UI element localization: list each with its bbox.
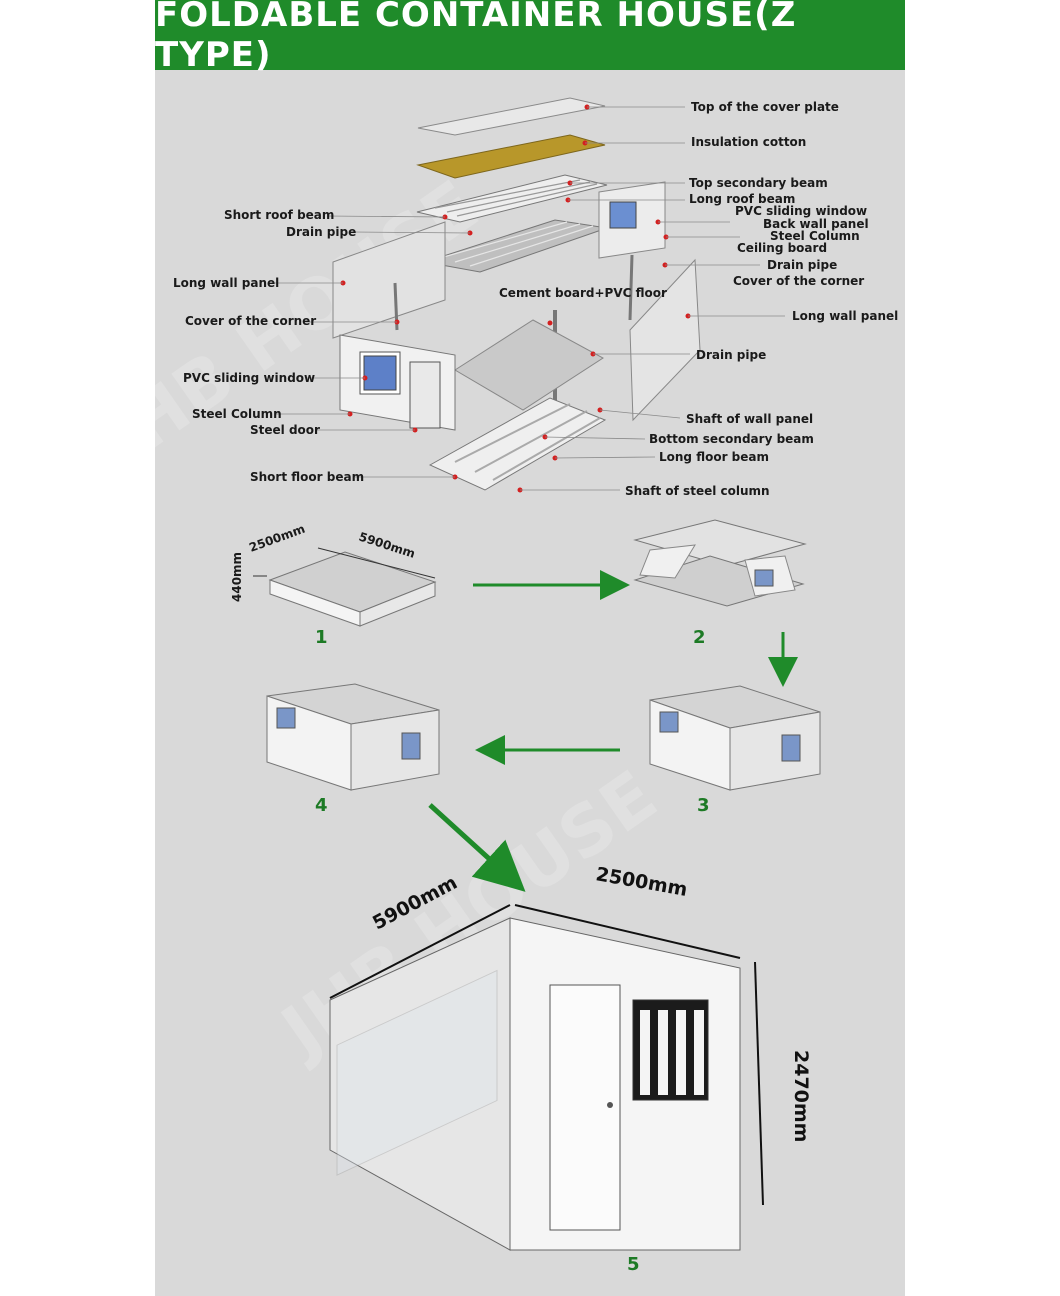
title-banner: FOLDABLE CONTAINER HOUSE(Z TYPE) [155, 0, 905, 75]
final-width-label: 2500mm [594, 863, 689, 901]
insulation-cotton [416, 134, 606, 179]
top-cover-plate [417, 97, 606, 136]
step-label-1: 1 [315, 627, 328, 648]
dim-folded-height: 440mm [230, 552, 244, 602]
label-ceiling-board: Ceiling board [737, 241, 827, 255]
step-2-unfolding: 2 [633, 519, 807, 648]
label-cover-of-corner-right: Cover of the corner [733, 274, 864, 288]
label-pvc-sliding-window-right: PVC sliding window [735, 204, 867, 218]
step-label-3: 3 [697, 795, 710, 816]
drain-pipe [628, 254, 634, 321]
label-steel-column-left: Steel Column [192, 407, 282, 421]
label-steel-column-right: Steel Column [770, 229, 860, 243]
back-window [609, 201, 637, 229]
label-back-wall-panel: Back wall panel [763, 217, 869, 231]
floor-frame [428, 397, 607, 491]
label-shaft-of-steel-column: Shaft of steel column [625, 484, 770, 498]
step-1-folded: 2500mm 5900mm 440mm 1 [230, 522, 437, 648]
arrow-4-to-5 [428, 803, 526, 892]
label-shaft-of-wall-panel: Shaft of wall panel [686, 412, 813, 426]
label-drain-pipe-right-2: Drain pipe [696, 348, 766, 362]
label-drain-pipe-left: Drain pipe [286, 225, 356, 239]
cement-pvc-floor [454, 319, 604, 411]
label-insulation-cotton: Insulation cotton [691, 135, 806, 149]
step-label-5: 5 [627, 1254, 640, 1275]
final-height-label: 2470mm [790, 1050, 812, 1142]
label-long-wall-panel-left: Long wall panel [173, 276, 279, 290]
label-bottom-secondary-beam: Bottom secondary beam [649, 432, 814, 446]
label-long-roof-beam: Long roof beam [689, 192, 795, 206]
dim-folded-width: 2500mm [247, 522, 307, 555]
label-cement-pvc-floor: Cement board+PVC floor [499, 286, 667, 300]
long-wall-panel-left [332, 221, 446, 339]
step-4-assembled: 4 [266, 683, 440, 816]
label-steel-door: Steel door [250, 423, 320, 437]
label-pvc-sliding-window-left: PVC sliding window [183, 371, 315, 385]
long-wall-panel-right [629, 258, 701, 422]
steel-door [409, 361, 441, 429]
dim-folded-length: 5900mm [357, 530, 417, 561]
label-short-roof-beam: Short roof beam [224, 208, 334, 222]
label-long-floor-beam: Long floor beam [659, 450, 769, 464]
step-3-unfolded: 3 [649, 685, 821, 816]
label-short-floor-beam: Short floor beam [250, 470, 364, 484]
final-door [549, 984, 621, 1231]
label-cover-of-corner-left: Cover of the corner [185, 314, 316, 328]
page-title: FOLDABLE CONTAINER HOUSE(Z TYPE) [155, 0, 797, 75]
label-long-wall-panel-right: Long wall panel [792, 309, 898, 323]
exploded-view: Top of the cover plate Insulation cotton… [173, 97, 898, 498]
step-label-4: 4 [315, 795, 328, 816]
illustration: JHB HOUSE JHB HOUSE [155, 97, 898, 1275]
label-top-secondary-beam: Top secondary beam [689, 176, 828, 190]
label-top-cover-plate: Top of the cover plate [691, 100, 839, 114]
product-panel: FOLDABLE CONTAINER HOUSE(Z TYPE) JHB HOU… [155, 0, 905, 1296]
label-drain-pipe-right: Drain pipe [767, 258, 837, 272]
step-label-2: 2 [693, 627, 706, 648]
